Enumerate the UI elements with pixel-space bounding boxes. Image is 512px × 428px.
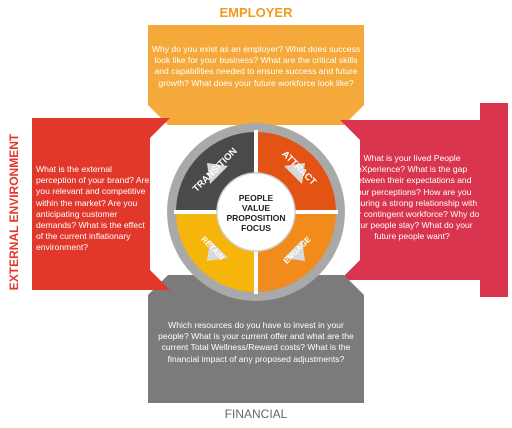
employer-block xyxy=(148,25,364,125)
label-financial: FINANCIAL xyxy=(225,407,288,421)
label-external-environment: EXTERNAL ENVIRONMENT xyxy=(7,133,21,290)
employer-text: Why do you exist as an employer? What do… xyxy=(151,44,361,88)
external-environment-block xyxy=(32,118,170,290)
arrow-bottom-left xyxy=(207,240,228,261)
center-label-line2: VALUE xyxy=(242,203,271,213)
label-people: PEOPLE xyxy=(490,188,504,237)
financial-text: Which resources do you have to invest in… xyxy=(158,320,354,364)
external-environment-text: What is the external perception of your … xyxy=(36,164,150,253)
center-label-line1: PEOPLE xyxy=(239,193,274,203)
center-label-line3: PROPOSITION xyxy=(226,213,285,223)
people-block xyxy=(340,103,508,297)
financial-block xyxy=(148,275,364,403)
people-text: What is your lived People eXperience? Wh… xyxy=(344,153,480,242)
label-employer: EMPLOYER xyxy=(220,5,294,20)
arrow-top-left xyxy=(207,163,228,184)
arrow-bottom-right xyxy=(284,240,305,261)
arrow-top-right xyxy=(284,163,305,184)
center-circle xyxy=(216,172,296,252)
center-label-line4: FOCUS xyxy=(241,223,271,233)
